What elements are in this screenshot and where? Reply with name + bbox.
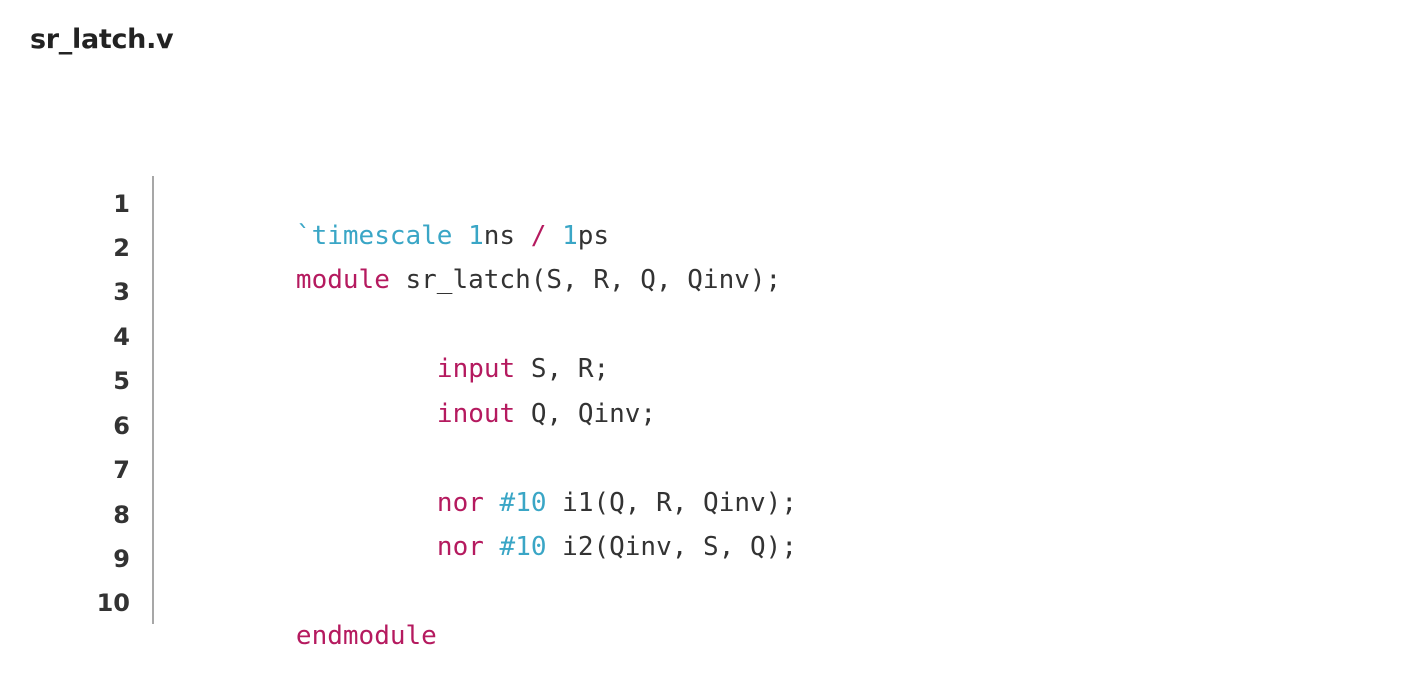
line-number-gutter: 1 2 3 4 5 6 7 8 9 10	[97, 176, 154, 624]
timescale-directive: `timescale	[295, 221, 453, 251]
file-title: sr_latch.v	[30, 24, 174, 55]
line-number: 2	[113, 234, 130, 262]
inout-ports: Q, Qinv;	[515, 399, 657, 429]
code-line-1: `timescale 1ns / 1ps	[202, 176, 609, 251]
line-number: 9	[113, 545, 130, 573]
line-number: 1	[113, 190, 130, 218]
module-declaration: sr_latch(S, R, Q, Qinv);	[389, 265, 782, 295]
delay-number: #10	[499, 488, 547, 518]
code-line-4: input S, R;	[202, 309, 609, 384]
code-space	[484, 532, 500, 562]
code-lines: `timescale 1ns / 1ps module sr_latch(S, …	[202, 176, 862, 651]
precision-number: 1	[562, 221, 578, 251]
code-line-5: inout Q, Qinv;	[202, 354, 656, 429]
code-block: 1 2 3 4 5 6 7 8 9 10 `timescale 1ns / 1p…	[97, 176, 870, 651]
nor-keyword: nor	[436, 532, 484, 562]
nor-keyword: nor	[436, 488, 484, 518]
code-line-8: nor #10 i2(Qinv, S, Q);	[202, 487, 797, 562]
slash-operator: /	[530, 221, 547, 251]
endmodule-keyword: endmodule	[295, 621, 437, 651]
line-number: 6	[113, 412, 130, 440]
line-number: 4	[113, 323, 130, 351]
nor-instance-i2: i2(Qinv, S, Q);	[546, 532, 797, 562]
delay-number: #10	[499, 532, 547, 562]
line-number: 10	[96, 589, 130, 617]
inout-keyword: inout	[436, 399, 516, 429]
line-number: 5	[113, 367, 130, 395]
line-number: 7	[113, 456, 130, 484]
nor-instance-i1: i1(Q, R, Qinv);	[546, 488, 797, 518]
code-line-10: endmodule	[202, 576, 437, 651]
time-unit: ns	[483, 221, 531, 251]
input-ports: S, R;	[515, 354, 610, 384]
code-line-2: module sr_latch(S, R, Q, Qinv);	[202, 220, 781, 295]
input-keyword: input	[436, 354, 516, 384]
precision-unit: ps	[577, 221, 610, 251]
code-line-7: nor #10 i1(Q, R, Qinv);	[202, 443, 797, 518]
module-keyword: module	[295, 265, 390, 295]
timescale-number: 1	[468, 221, 484, 251]
line-number: 3	[113, 278, 130, 306]
line-number: 8	[113, 501, 130, 529]
